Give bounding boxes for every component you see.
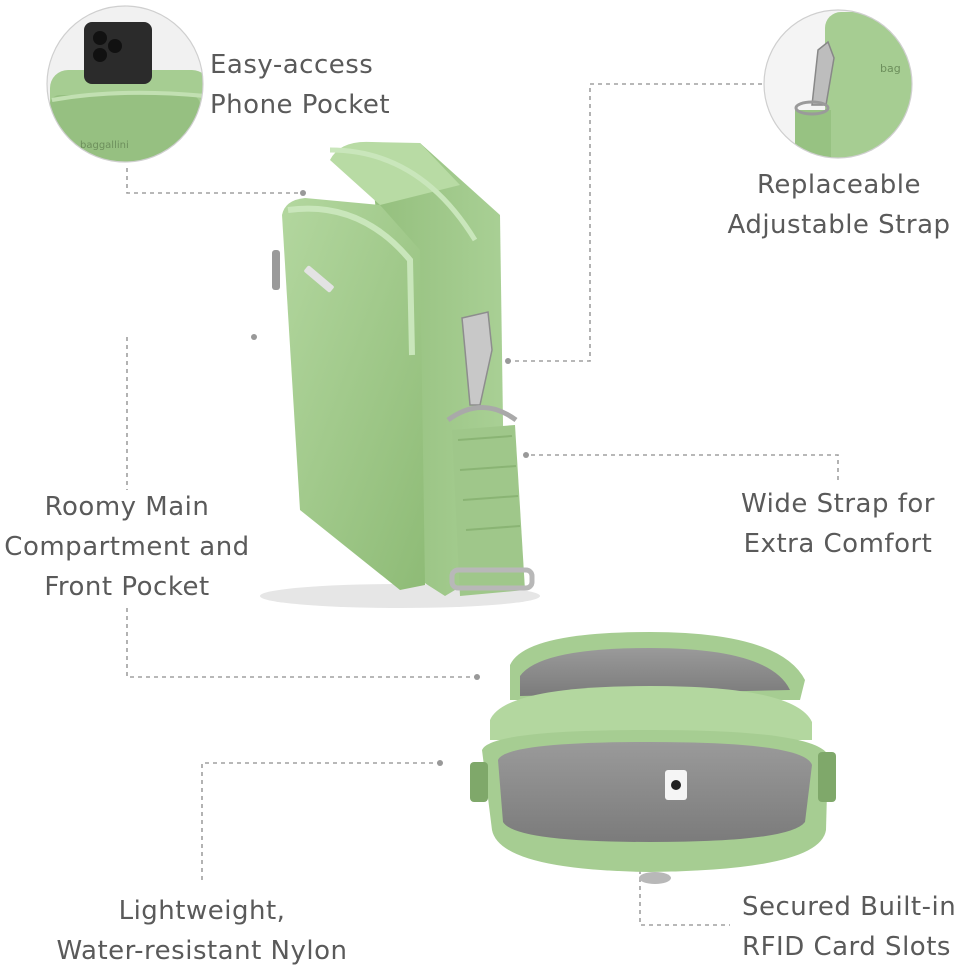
label-line: Compartment and (4, 532, 250, 562)
label-line: Adjustable Strap (727, 210, 951, 240)
wide-strap-label: Wide Strap for Extra Comfort (718, 484, 958, 564)
label-line: Easy-access (210, 50, 374, 80)
label-line: Wide Strap for (741, 489, 935, 519)
leader-lines (126, 83, 839, 926)
strap-clip-inset: bag (763, 9, 913, 159)
main-compartment-label: Roomy Main Compartment and Front Pocket (0, 487, 254, 607)
label-line: Lightweight, (118, 896, 286, 926)
label-line: Secured Built-in (742, 892, 957, 922)
label-line: Roomy Main (44, 492, 210, 522)
svg-text:bag: bag (880, 62, 901, 75)
rfid-label: Secured Built-in RFID Card Slots (742, 887, 956, 967)
phone-pocket-label: Easy-access Phone Pocket (210, 45, 390, 125)
label-line: Front Pocket (44, 572, 210, 602)
replaceable-strap-label: Replaceable Adjustable Strap (719, 165, 959, 245)
main-bag-image (260, 141, 540, 608)
open-bag-image (470, 632, 836, 884)
label-line: Water-resistant Nylon (56, 936, 348, 966)
svg-text:baggallini: baggallini (80, 140, 129, 151)
nylon-label: Lightweight, Water-resistant Nylon (40, 891, 364, 971)
label-line: RFID Card Slots (742, 932, 951, 962)
label-line: Phone Pocket (210, 90, 391, 120)
phone-pocket-inset: baggallini (46, 5, 204, 163)
label-line: Replaceable (756, 170, 921, 200)
label-line: Extra Comfort (743, 529, 933, 559)
